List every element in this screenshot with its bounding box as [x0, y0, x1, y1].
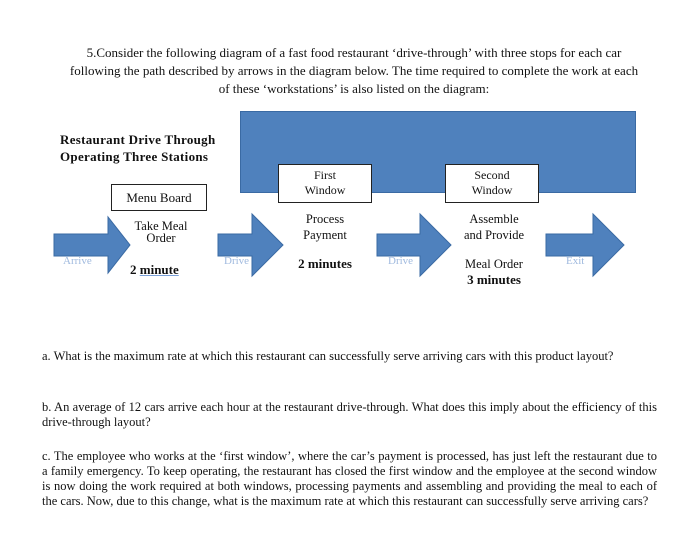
station3-task: Assemble and Provide: [446, 211, 542, 243]
diagram-title: Restaurant Drive Through Operating Three…: [60, 131, 216, 165]
diagram-title-line1: Restaurant Drive Through: [60, 132, 216, 147]
station1-task: Take Meal Order: [116, 219, 206, 245]
station3-task-line2: and Provide: [463, 228, 525, 242]
station2-task-line1: Process: [305, 212, 345, 226]
station3-time: 3 minutes: [467, 272, 521, 287]
menu-board-box: Menu Board: [111, 184, 207, 211]
arrow-drive-1: Drive: [217, 212, 284, 278]
second-window-line2: Window: [471, 183, 513, 197]
question-a: a. What is the maximum rate at which thi…: [42, 349, 614, 363]
arrow-drive-2: Drive: [376, 212, 452, 278]
question-b: b. An average of 12 cars arrive each hou…: [42, 400, 657, 429]
station1-task-line2: Order: [146, 231, 176, 245]
station2-task-line2: Payment: [303, 228, 347, 242]
arrow-exit-label: Exit: [566, 255, 584, 267]
first-window-line1: First: [313, 168, 336, 182]
station2-time: 2 minutes: [298, 256, 352, 271]
problem-intro: 5.Consider the following diagram of a fa…: [69, 45, 639, 96]
station1-time-unit: minute: [139, 262, 179, 277]
arrow-arrive: Arrive: [53, 215, 131, 275]
first-window-box: First Window: [278, 164, 372, 203]
station3-task-line1: Assemble: [469, 212, 519, 226]
station1-time: 2 minute: [130, 262, 179, 278]
second-window-box: Second Window: [445, 164, 539, 203]
station3-task-line3: Meal Order: [465, 257, 523, 271]
arrow-arrive-label: Arrive: [63, 255, 92, 267]
station1-time-value: 2: [130, 262, 137, 277]
station1-task-line1: Take Meal: [134, 219, 188, 233]
arrow-drive-2-label: Drive: [388, 255, 413, 267]
question-c: c. The employee who works at the ‘first …: [42, 449, 657, 508]
arrow-drive-1-label: Drive: [224, 255, 249, 267]
diagram-title-line2: Operating Three Stations: [60, 149, 209, 164]
second-window-line1: Second: [474, 168, 510, 182]
station2-task: Process Payment: [276, 211, 374, 243]
first-window-line2: Window: [304, 183, 346, 197]
arrow-exit: Exit: [545, 212, 625, 278]
